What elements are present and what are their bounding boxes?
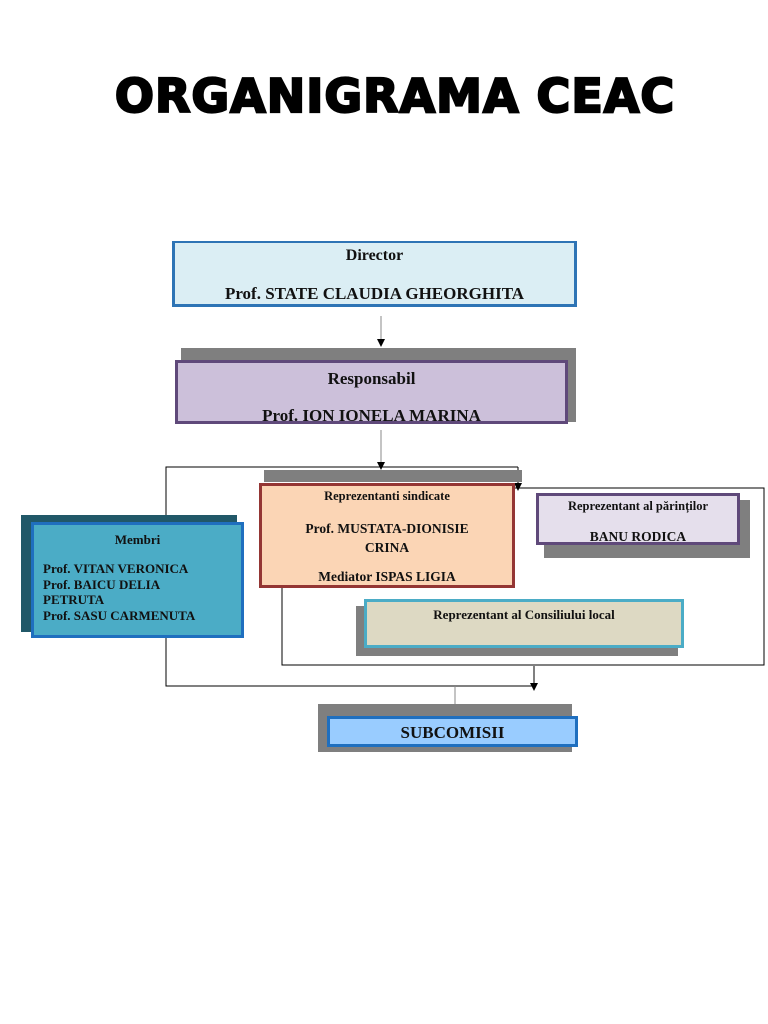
sindicate-name-line1: Prof. MUSTATA-DIONISIE [305, 521, 469, 536]
membri-box: Membri Prof. VITAN VERONICA Prof. BAICU … [31, 522, 244, 638]
sindicate-mediator: Mediator ISPAS LIGIA [318, 569, 456, 584]
sindicate-shadow [264, 470, 522, 482]
sindicate-role: Reprezentanti sindicate [324, 489, 450, 503]
sindicate-name-line2: CRINA [364, 540, 410, 555]
membri-name: Prof. VITAN VERONICA [43, 561, 189, 576]
parinti-name: BANU RODICA [589, 529, 687, 544]
title-text: ORGANIGRAMA CEAC [115, 69, 675, 123]
director-box: Director Prof. STATE CLAUDIA GHEORGHITA [172, 241, 577, 307]
membri-name: Prof. SASU CARMENUTA [43, 607, 196, 623]
sindicate-name: Prof. MUSTATA-DIONISIE CRINA [262, 519, 512, 557]
subcomisii-label: SUBCOMISII [400, 723, 505, 742]
consiliu-role: Reprezentant al Consiliului local [433, 607, 615, 622]
consiliu-box: Reprezentant al Consiliului local [364, 599, 684, 648]
membri-name: PETRUTA [43, 592, 105, 607]
page-title: ORGANIGRAMA CEAC [114, 68, 675, 124]
membri-name: Prof. BAICU DELIA [43, 576, 161, 592]
responsabil-box: Responsabil Prof. ION IONELA MARINA [175, 360, 568, 425]
membri-list: Prof. VITAN VERONICA Prof. BAICU DELIA P… [43, 561, 195, 623]
subcomisii-box: SUBCOMISII [327, 716, 578, 747]
director-role: Director [345, 247, 404, 264]
parinti-role: Reprezentant al părinților [567, 499, 709, 513]
membri-role: Membri [114, 532, 161, 547]
responsabil-role: Responsabil [327, 369, 416, 388]
responsabil-name: Prof. ION IONELA MARINA [262, 406, 481, 425]
sindicate-box: Reprezentanti sindicate Prof. MUSTATA-DI… [259, 483, 515, 588]
director-name: Prof. STATE CLAUDIA GHEORGHITA [224, 284, 525, 303]
parinti-box: Reprezentant al părinților BANU RODICA [536, 493, 740, 545]
